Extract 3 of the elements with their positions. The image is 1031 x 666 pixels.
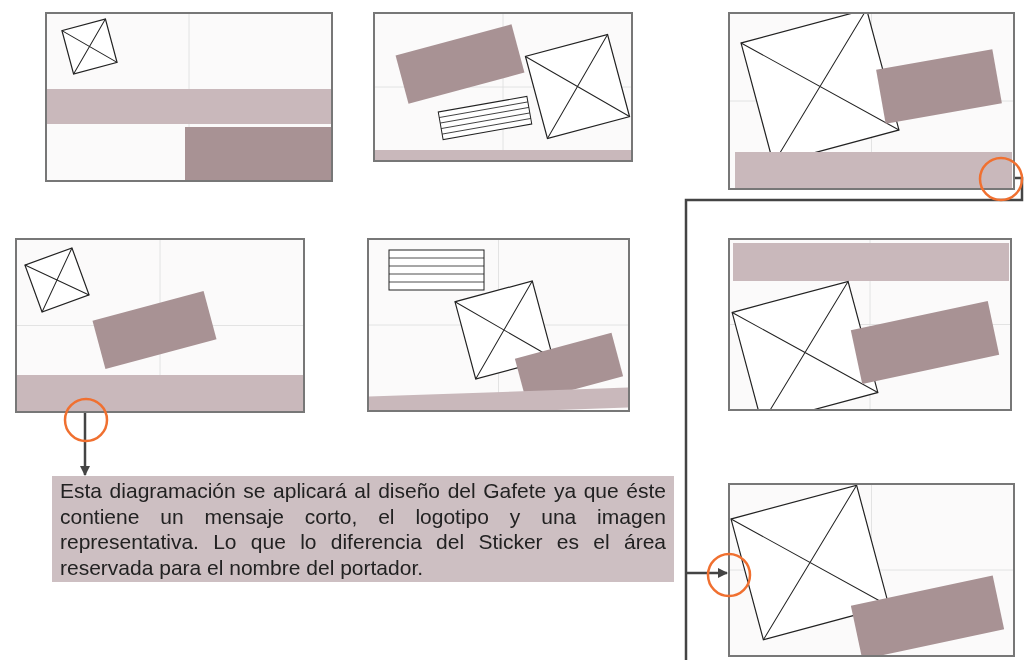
- arrow: [80, 413, 90, 476]
- description-text: Esta diagramación se aplicará al diseño del Gafete ya que éste contiene un mensaje corto, el logotipo y una imagen representativa. Lo que lo diferencia del Sticker es el área reservada para el nombre del portador.: [52, 476, 674, 583]
- arrow: [684, 176, 1024, 662]
